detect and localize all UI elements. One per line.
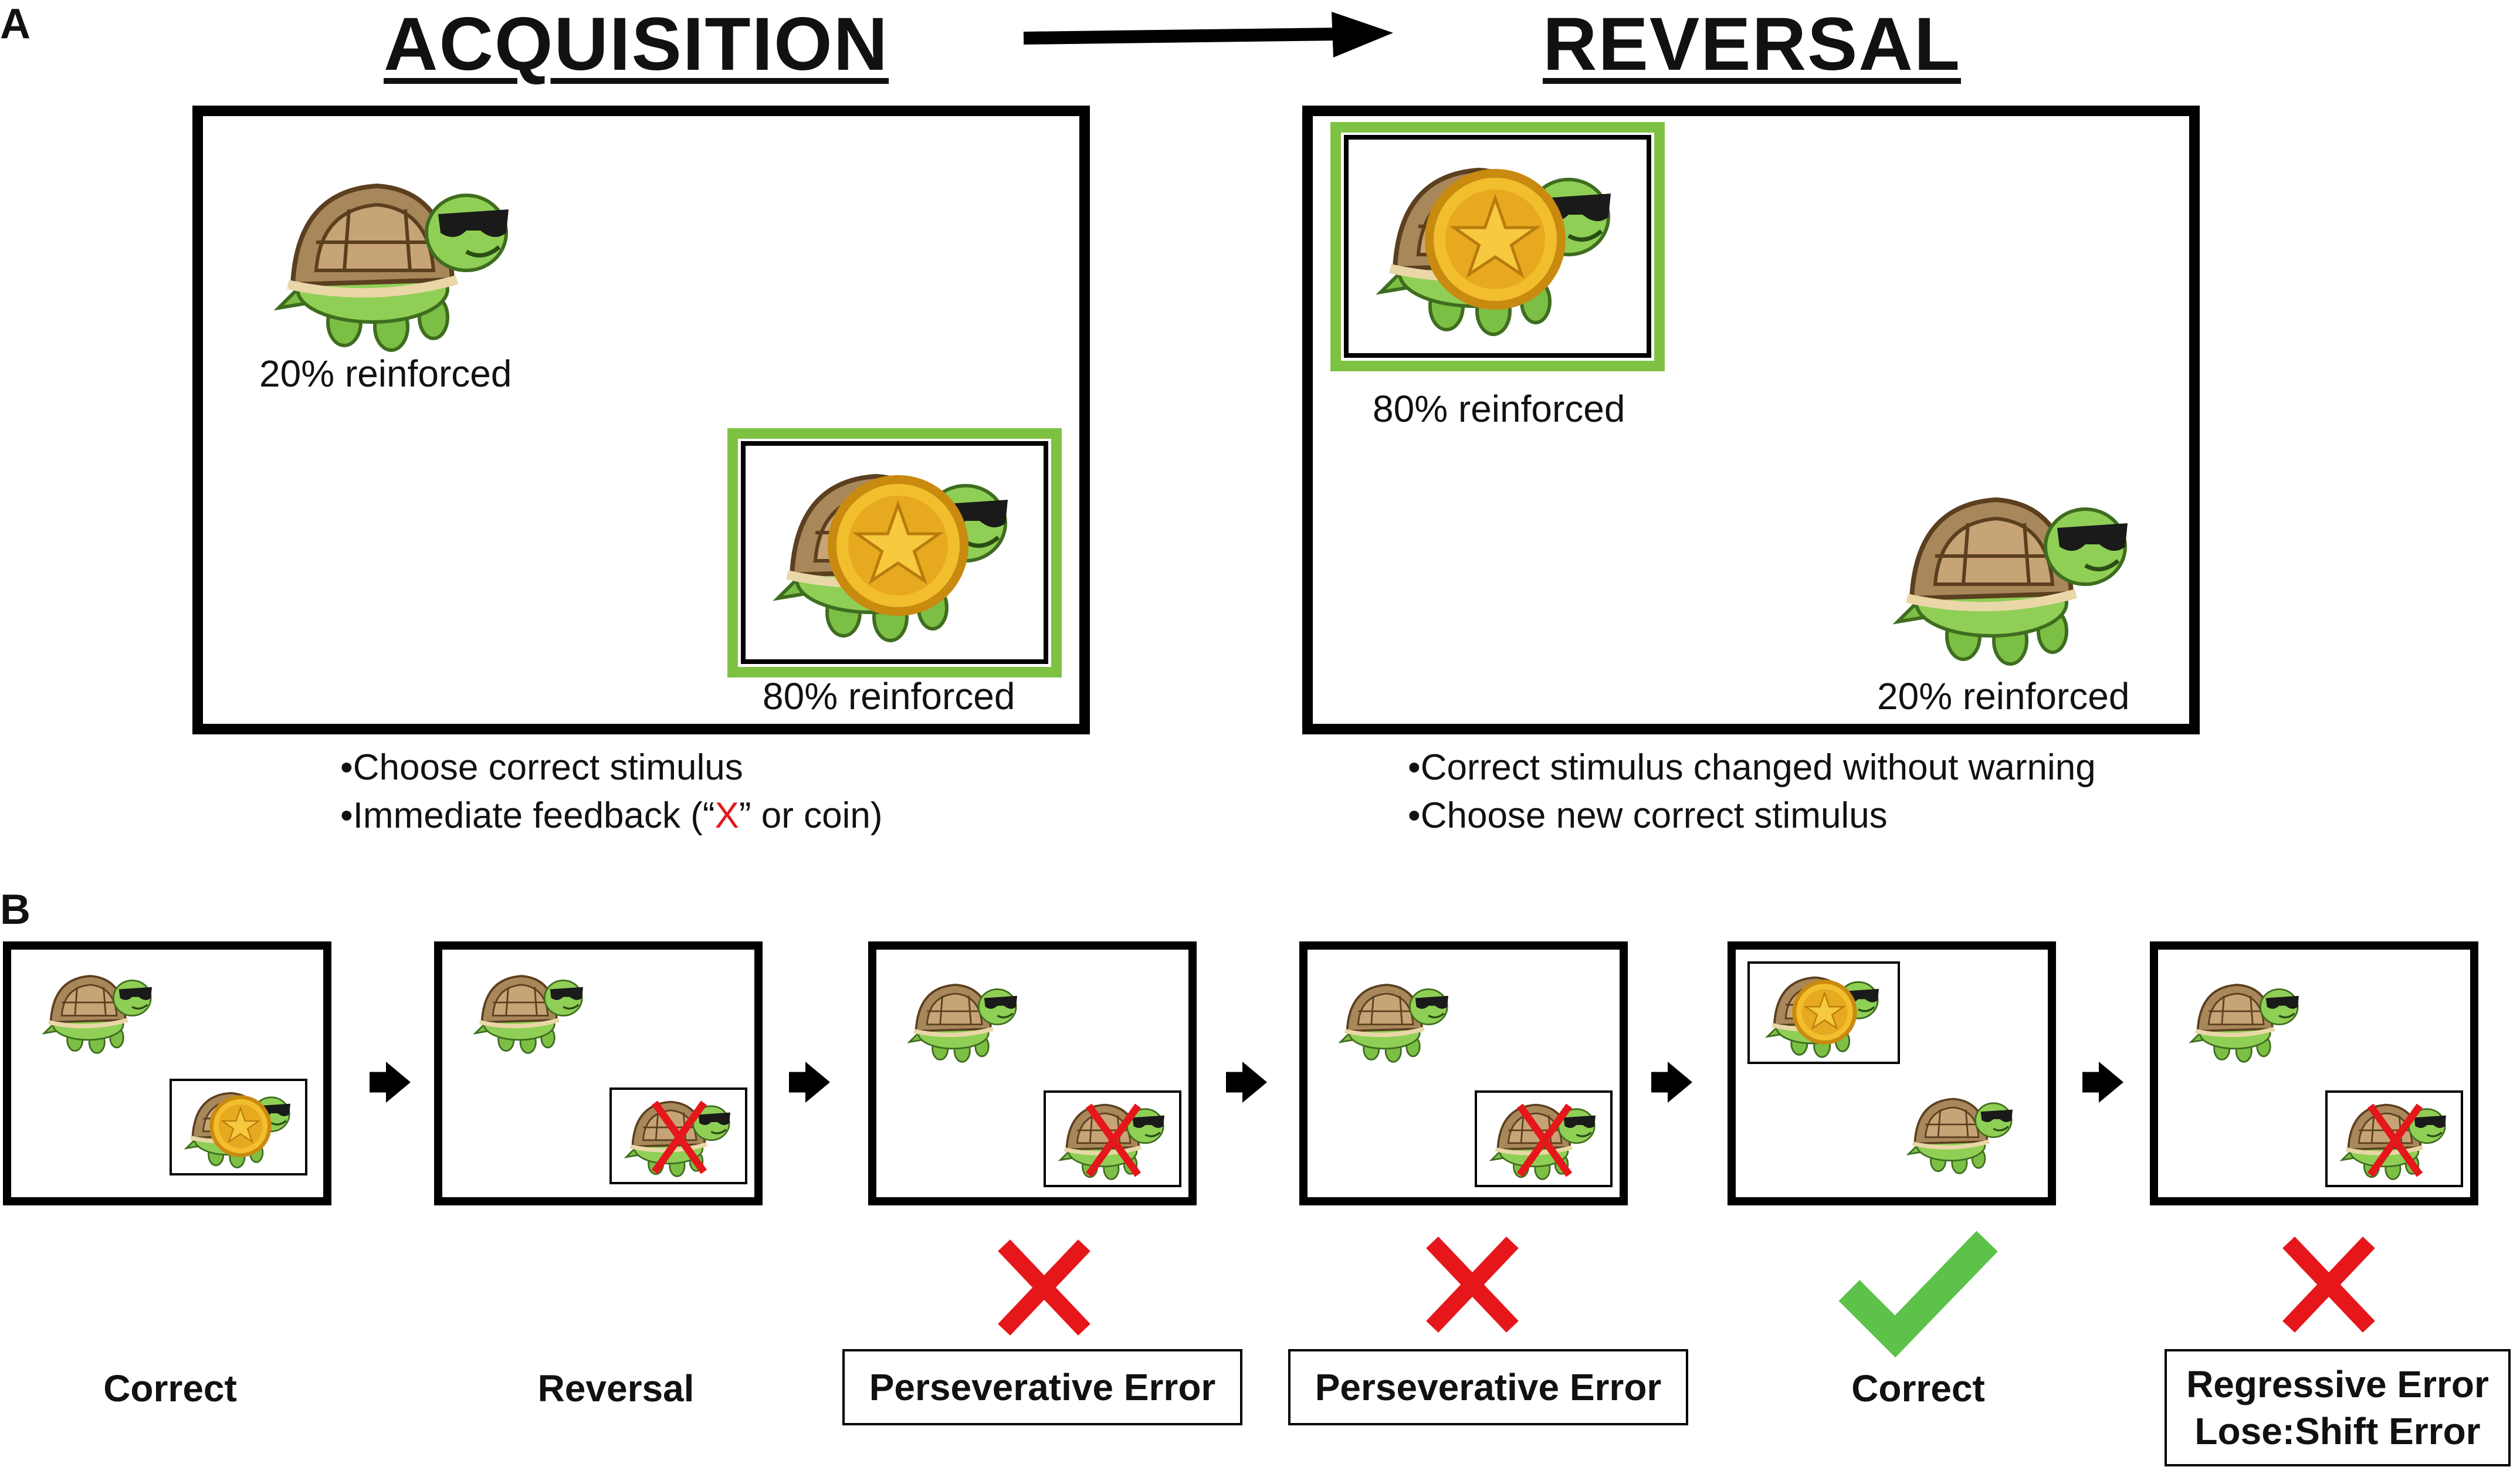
trial-screen-4	[1299, 941, 1628, 1205]
arrow-icon	[2082, 1062, 2123, 1103]
turtle-stimulus	[1331, 976, 1460, 1064]
step-label-4: Perseverative Error	[1288, 1349, 1688, 1425]
turtle-stimulus	[35, 967, 164, 1055]
selected-stimulus-box	[2325, 1090, 2463, 1187]
arrow-icon	[789, 1062, 830, 1103]
selected-stimulus-box	[1344, 135, 1651, 358]
x-mark-icon	[2354, 1096, 2436, 1184]
coin-icon	[1422, 166, 1569, 313]
selected-stimulus-box	[1475, 1090, 1613, 1187]
phase-arrow	[1023, 12, 1393, 57]
turtle-stimulus-unselected	[1871, 481, 2159, 669]
selection-highlight	[727, 428, 1062, 677]
selected-stimulus-box	[609, 1087, 747, 1184]
error-x-icon	[991, 1235, 1097, 1340]
acq-bullet-2: •Immediate feedback (“X” or coin)	[340, 795, 883, 836]
checkmark-icon	[1836, 1223, 2000, 1358]
error-x-icon	[1420, 1232, 1525, 1337]
rev-bullet-1: •Correct stimulus changed without warnin…	[1408, 747, 2096, 788]
rev-bullet-2: •Choose new correct stimulus	[1408, 795, 1888, 836]
trial-screen-1	[3, 941, 331, 1205]
turtle-stimulus	[2182, 976, 2311, 1064]
arrow-icon	[1226, 1062, 1267, 1103]
selection-highlight	[1330, 122, 1665, 371]
turtle-stimulus	[1900, 1090, 2023, 1175]
step-label-6: Regressive Error Lose:Shift Error	[2165, 1349, 2511, 1466]
selected-stimulus-box	[170, 1079, 307, 1175]
turtle-stimulus-unselected	[252, 167, 540, 355]
trial-screen-3	[868, 941, 1197, 1205]
arrow-icon	[370, 1062, 411, 1103]
step-label-3: Perseverative Error	[842, 1349, 1242, 1425]
reversal-title: REVERSAL	[1543, 2, 1961, 86]
step-label-2: Reversal	[537, 1367, 695, 1410]
x-mark-icon	[1503, 1096, 1586, 1184]
error-x-icon	[2276, 1232, 2382, 1337]
panel-b-letter: B	[0, 886, 31, 933]
selected-stimulus-box	[1747, 961, 1900, 1064]
rev-bottom-reinforcement-label: 20% reinforced	[1877, 675, 2130, 717]
coin-icon	[825, 472, 971, 619]
step-label-1: Correct	[103, 1367, 237, 1410]
step-label-5: Correct	[1851, 1367, 1985, 1410]
turtle-stimulus	[900, 976, 1029, 1064]
x-mark-icon	[638, 1093, 720, 1181]
acquisition-title: ACQUISITION	[384, 2, 889, 86]
acq-bottom-reinforcement-label: 80% reinforced	[763, 675, 1015, 717]
selected-stimulus-box	[1044, 1090, 1181, 1187]
panel-a-letter: A	[0, 1, 31, 48]
selected-stimulus-box	[741, 441, 1048, 664]
rev-top-reinforcement-label: 80% reinforced	[1373, 388, 1625, 430]
coin-icon	[1791, 979, 1858, 1045]
trial-screen-6	[2150, 941, 2478, 1205]
turtle-stimulus	[466, 967, 595, 1055]
coin-icon	[209, 1095, 272, 1158]
trial-screen-5	[1728, 941, 2056, 1205]
arrow-icon	[1651, 1062, 1692, 1103]
trial-screen-2	[434, 941, 763, 1205]
x-mark-icon	[1072, 1096, 1154, 1184]
acq-top-reinforcement-label: 20% reinforced	[259, 353, 512, 395]
acq-bullet-1: •Choose correct stimulus	[340, 747, 743, 788]
